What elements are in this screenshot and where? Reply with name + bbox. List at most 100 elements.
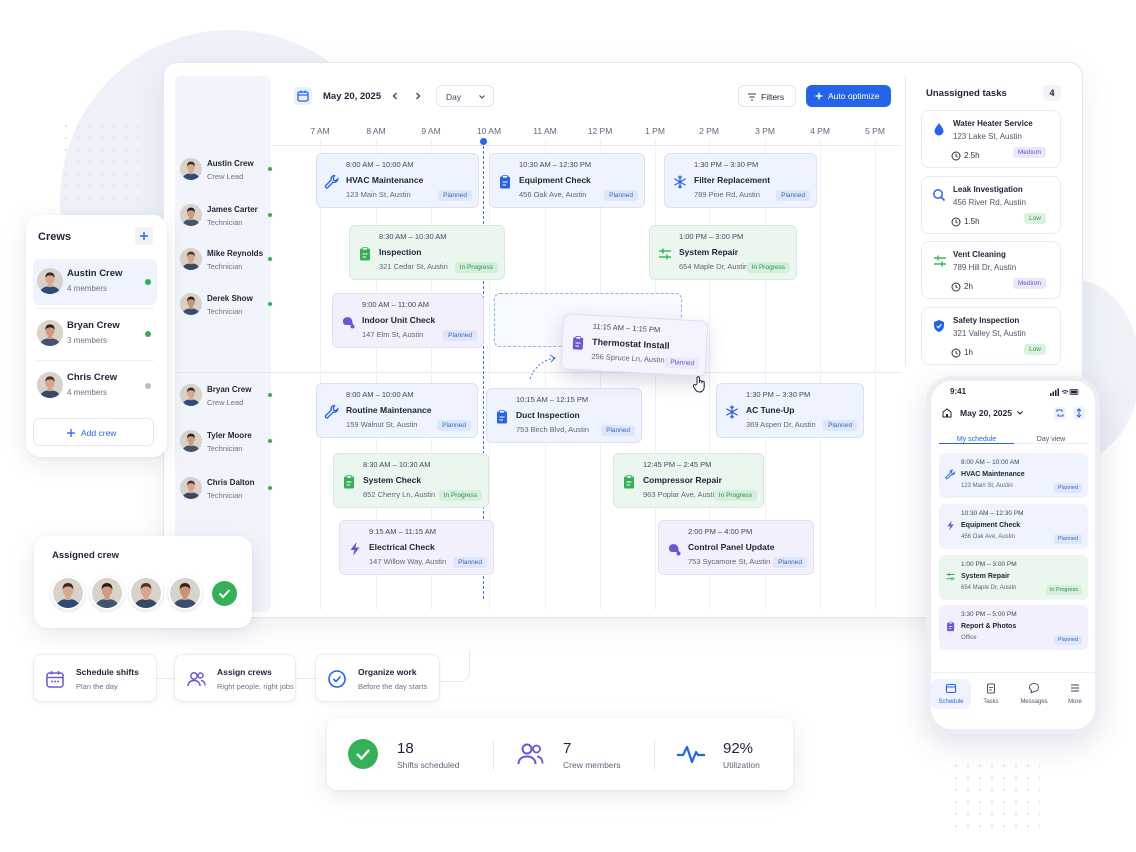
header-divider bbox=[272, 145, 900, 146]
clipboard-icon bbox=[621, 474, 637, 490]
next-day-chevron-icon[interactable] bbox=[412, 90, 424, 102]
job-address: 654 Maple Dr, Austin bbox=[679, 262, 749, 271]
clock-icon bbox=[951, 217, 961, 227]
wrench-icon bbox=[324, 404, 340, 420]
dragged-job-card[interactable]: 11:15 AM – 1:15 PM Thermostat Install 25… bbox=[560, 313, 709, 377]
panel-divider bbox=[905, 76, 906, 366]
job-title: HVAC Maintenance bbox=[346, 175, 424, 185]
vacuum-icon bbox=[666, 541, 682, 557]
workflow-title: Organize work bbox=[358, 667, 417, 677]
phone-nav-tasks[interactable]: Tasks bbox=[971, 679, 1011, 709]
auto-optimize-button[interactable]: Auto optimize bbox=[806, 85, 891, 107]
phone-nav-schedule[interactable]: Schedule bbox=[931, 679, 971, 709]
technician-role: Technician bbox=[207, 444, 243, 453]
priority-badge: Low bbox=[1024, 213, 1046, 224]
chevron-down-icon[interactable] bbox=[1016, 409, 1024, 417]
check-circle-icon bbox=[326, 668, 348, 690]
sync-icon[interactable] bbox=[1054, 407, 1066, 419]
workflow-title: Schedule shifts bbox=[76, 667, 139, 677]
technician-role: Technician bbox=[207, 262, 243, 271]
phone-nav-more[interactable]: More bbox=[1055, 679, 1095, 709]
status-badge: Planned bbox=[604, 190, 638, 201]
job-address: 963 Poplar Ave, Austin bbox=[643, 490, 719, 499]
job-address: 369 Aspen Dr, Austin bbox=[746, 420, 816, 429]
stat-divider bbox=[654, 740, 655, 770]
workflow-step-schedule-shifts[interactable]: Schedule shifts Plan the day bbox=[33, 654, 157, 702]
filters-button[interactable]: Filters bbox=[738, 85, 796, 107]
job-time: 12:45 PM – 2:45 PM bbox=[643, 460, 712, 469]
sort-icon[interactable] bbox=[1073, 407, 1085, 419]
activity-icon bbox=[675, 739, 707, 769]
sparkle-icon bbox=[814, 91, 824, 101]
shield-icon bbox=[932, 319, 946, 333]
stat-value: 92% bbox=[723, 740, 754, 757]
filters-label: Filters bbox=[761, 92, 785, 102]
time-gridline bbox=[875, 140, 876, 610]
job-time: 2:00 PM – 4:00 PM bbox=[688, 527, 753, 536]
status-dot bbox=[145, 331, 151, 337]
drop-icon bbox=[932, 122, 946, 136]
workflow-step-organize-work[interactable]: Organize work Before the day starts bbox=[315, 654, 440, 702]
message-icon bbox=[1028, 682, 1040, 694]
job-time: 1:00 PM – 3:00 PM bbox=[961, 561, 1017, 568]
calendar-icon bbox=[44, 668, 66, 690]
prev-day-chevron-icon[interactable] bbox=[389, 90, 401, 102]
calendar-icon[interactable] bbox=[294, 87, 312, 105]
time-tick-label: 7 AM bbox=[310, 126, 330, 136]
clipboard-icon bbox=[945, 621, 955, 632]
status-badge: Planned bbox=[664, 356, 700, 370]
add-crew-plus-button[interactable] bbox=[135, 227, 153, 245]
priority-badge: Medium bbox=[1012, 147, 1046, 158]
view-select[interactable]: Day bbox=[436, 85, 494, 107]
job-address: 456 Oak Ave, Austin bbox=[961, 534, 1015, 540]
status-dot bbox=[268, 167, 272, 171]
add-crew-button[interactable]: Add crew bbox=[33, 418, 154, 446]
workflow-connector bbox=[156, 678, 174, 679]
workflow-step-assign-crews[interactable]: Assign crews Right people, right jobs bbox=[174, 654, 296, 702]
wrench-icon bbox=[324, 174, 340, 190]
phone-nav-messages[interactable]: Messages bbox=[1014, 679, 1054, 709]
tab-day-view[interactable]: Day view bbox=[1014, 428, 1088, 444]
time-gridline bbox=[709, 140, 710, 610]
task-duration: 1.5h bbox=[964, 217, 980, 226]
avatar bbox=[37, 372, 63, 398]
status-badge: Planned bbox=[823, 420, 857, 431]
tab-my-schedule[interactable]: My schedule bbox=[939, 428, 1014, 444]
stat-label: Crew members bbox=[563, 760, 621, 770]
avatar bbox=[180, 204, 202, 226]
job-address: 321 Cedar St, Austin bbox=[379, 262, 448, 271]
job-time: 10:30 AM – 12:30 PM bbox=[961, 510, 1024, 517]
crews-card: Crews bbox=[26, 215, 167, 457]
